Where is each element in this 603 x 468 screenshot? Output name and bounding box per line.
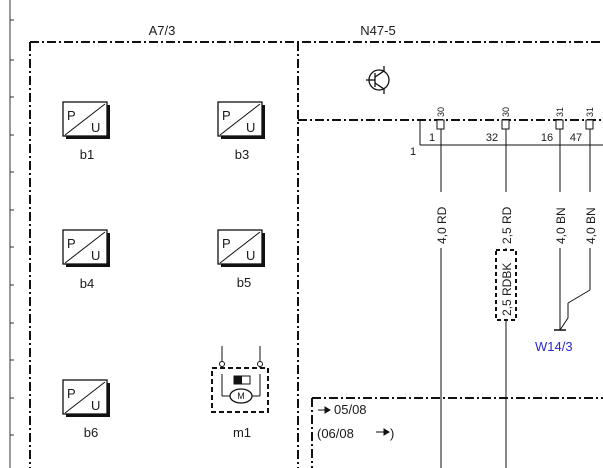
wire-label-2: 2,5 RD	[500, 206, 514, 244]
connector-pin-47: 31 47	[570, 107, 595, 144]
connector-pin-1: 30 1	[429, 107, 446, 144]
sensor-symbol-u: U	[246, 248, 255, 263]
wire-label-1: 4,0 RD	[435, 206, 449, 244]
optional-wire-box: 2,5 RDBK	[495, 249, 517, 321]
connector-pin-32: 30 32	[486, 107, 511, 144]
pressure-sensor-b1: P U b1	[62, 101, 110, 162]
terminal-label: 31	[555, 107, 565, 117]
motor-symbol: M	[237, 391, 245, 401]
page-ruler	[9, 0, 14, 468]
pressure-sensor-b5: P U b5	[217, 229, 265, 290]
sensor-label-b6: b6	[84, 425, 98, 440]
sensor-label-b4: b4	[80, 276, 94, 291]
sensor-symbol-p: P	[67, 108, 76, 123]
wire-label-4: 4,0 BN	[584, 207, 598, 244]
connector-pins: 30 1 30 32 31 16 31 47	[429, 107, 595, 144]
sensor-symbol-p: P	[222, 236, 231, 251]
pressure-sensor-b6: P U b6	[62, 379, 110, 440]
sensor-symbol-u: U	[246, 120, 255, 135]
variant-boundary	[311, 397, 603, 468]
date-note-line2-suffix: )	[390, 426, 394, 441]
date-note-line1: 05/08	[334, 402, 367, 417]
pin-number: 1	[429, 132, 435, 144]
sensor-symbol-p: P	[67, 386, 76, 401]
pressure-sensor-b3: P U b3	[217, 101, 265, 162]
motor-label-m1: m1	[233, 425, 251, 440]
motor-m1: M m1	[211, 346, 269, 440]
optional-wire-label: 2,5 RDBK	[500, 263, 514, 316]
pin-number: 47	[570, 132, 582, 144]
module-boundary-a7-3	[29, 41, 603, 468]
date-note-line2-prefix: (06/08	[317, 426, 354, 441]
transistor-icon	[366, 66, 390, 94]
component-label-a7-3: A7/3	[149, 23, 176, 38]
pressure-sensor-b4: P U b4	[62, 229, 110, 291]
arrow-right-icon	[376, 428, 390, 436]
sensor-symbol-u: U	[91, 120, 100, 135]
terminal-label: 30	[436, 107, 446, 117]
sensor-label-b5: b5	[237, 275, 251, 290]
internal-bus	[419, 120, 603, 146]
sensor-label-b1: b1	[80, 147, 94, 162]
sensor-symbol-u: U	[91, 248, 100, 263]
terminal-label: 30	[501, 107, 511, 117]
sensor-symbol-p: P	[67, 236, 76, 251]
bus-label: 1	[410, 146, 416, 158]
connector-pin-16: 31 16	[541, 107, 565, 144]
arrow-right-icon	[318, 406, 331, 414]
ground-reference-w14-3: W14/3	[535, 339, 573, 354]
sensor-symbol-u: U	[91, 398, 100, 413]
wire-label-3: 4,0 BN	[554, 207, 568, 244]
sensor-symbol-p: P	[222, 108, 231, 123]
pin-number: 16	[541, 132, 553, 144]
sensor-label-b3: b3	[235, 147, 249, 162]
terminal-label: 31	[585, 107, 595, 117]
date-note: 05/08 (06/08 )	[317, 402, 394, 441]
component-label-n47-5: N47-5	[360, 23, 395, 38]
pin-number: 32	[486, 132, 498, 144]
